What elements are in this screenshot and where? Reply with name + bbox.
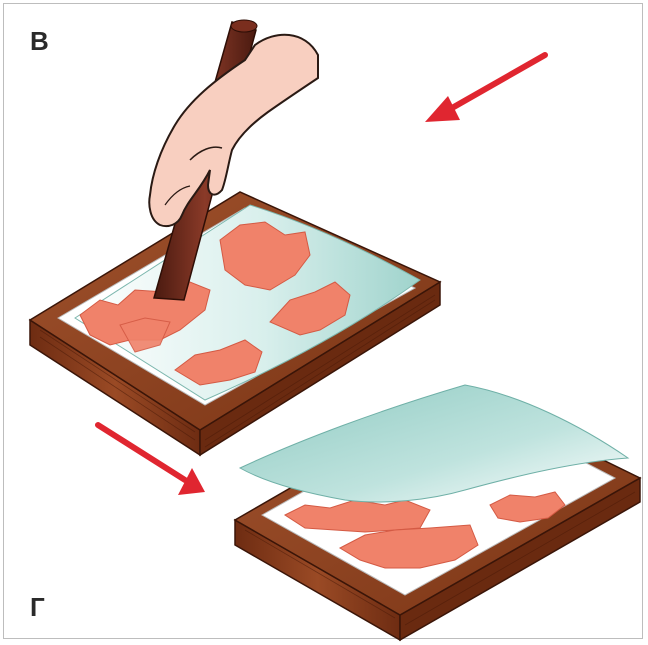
panel-label-v: В [30,26,49,57]
panel-label-g: Г [30,592,45,623]
arrow-top-right [425,55,545,122]
